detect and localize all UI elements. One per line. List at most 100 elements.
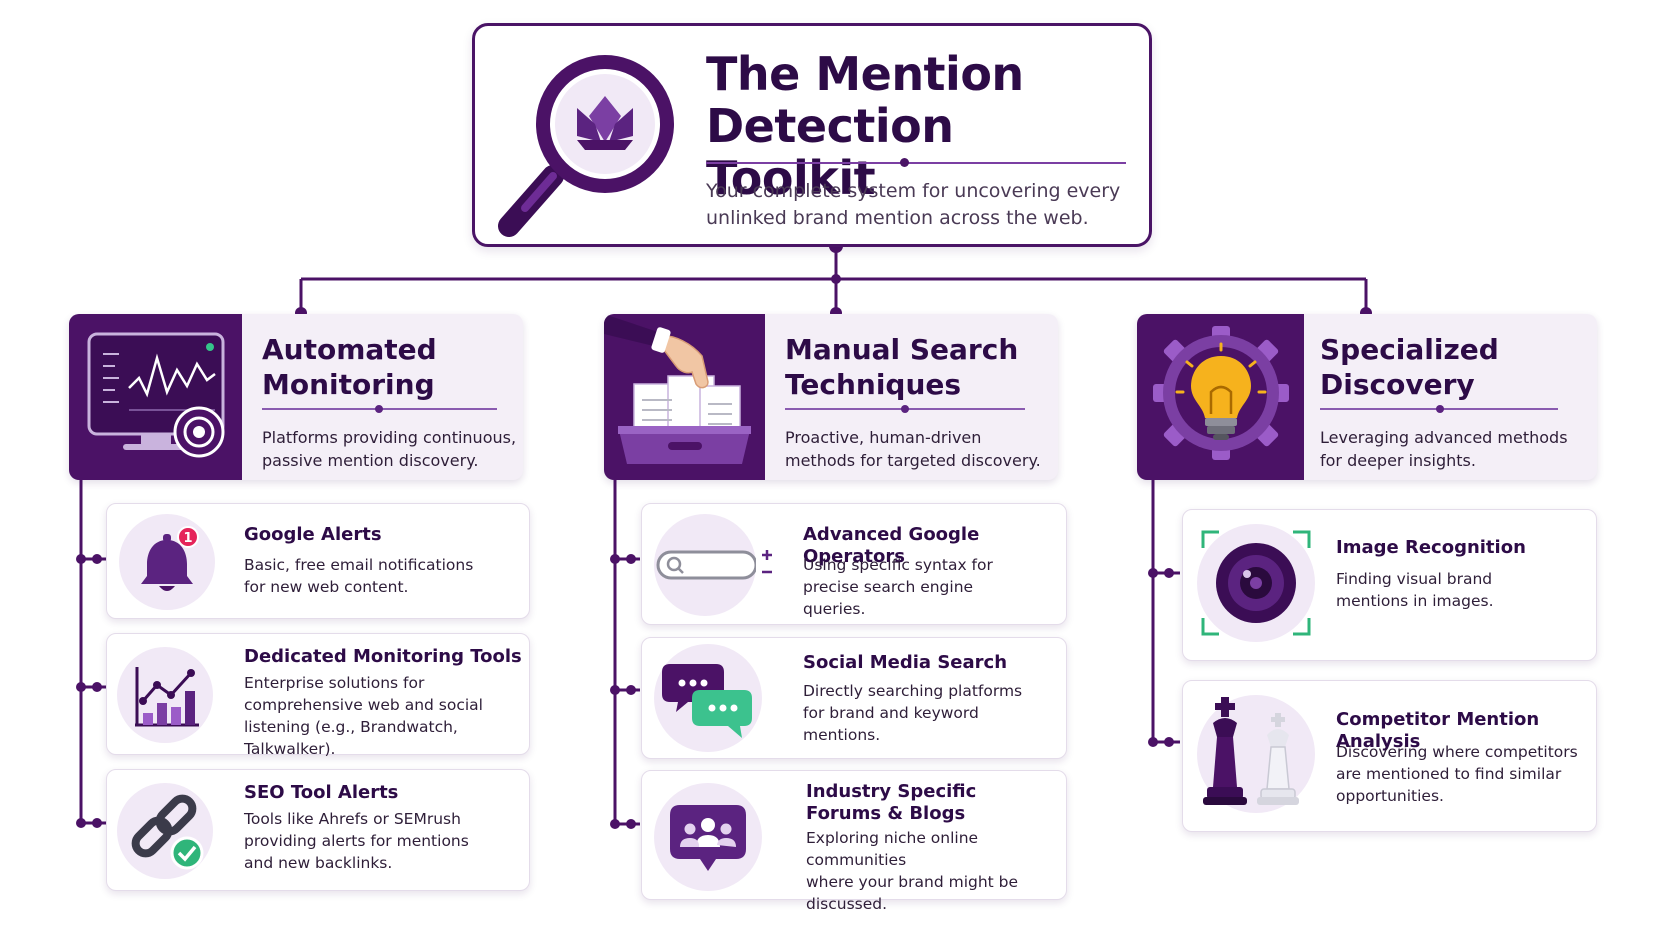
item-description-line: Using specific syntax for [803, 556, 993, 574]
magnifier-lotus-icon [498, 55, 674, 237]
item-icon-circle [117, 783, 213, 879]
item-image-recognition: Image Recognition Finding visual brand m… [1182, 509, 1597, 661]
page-title-line-2: Detection Toolkit [706, 99, 954, 205]
item-icon-circle [654, 644, 762, 752]
item-description: Basic, free email notifications for new … [244, 554, 473, 598]
item-description-line: discussed. [806, 895, 888, 913]
item-description-line: and new backlinks. [244, 854, 393, 872]
item-icon-circle [1197, 524, 1315, 642]
item-competitor-mention-analysis: Competitor Mention Analysis Discovering … [1182, 680, 1597, 832]
item-description-line: Basic, free email notifications [244, 556, 474, 574]
item-description-line: where your brand might be [806, 873, 1019, 891]
header-divider-dot [900, 158, 909, 167]
category-description: Proactive, human-driven methods for targ… [785, 426, 1041, 472]
monitor-chart-icon [87, 332, 225, 458]
item-icon-circle [1197, 695, 1315, 813]
item-icon-circle [119, 514, 215, 610]
item-description: Exploring niche online communities where… [806, 827, 1066, 915]
item-description-line: for brand and keyword [803, 704, 979, 722]
item-description-line: comprehensive web and social [244, 696, 483, 714]
camera-lens-icon [1201, 530, 1311, 636]
header-divider [706, 162, 1126, 164]
category-title-line-2: Discovery [1320, 368, 1475, 401]
item-title: Google Alerts [244, 524, 382, 545]
chain-link-check-icon [131, 794, 204, 870]
item-description-line: Tools like Ahrefs or SEMrush [244, 810, 461, 828]
item-title: Advanced Google Operators [803, 524, 980, 567]
item-title: SEO Tool Alerts [244, 782, 399, 803]
item-description-line: providing alerts for mentions [244, 832, 469, 850]
category-divider-dot [1436, 405, 1444, 413]
community-chat-icon [670, 805, 746, 871]
item-description: Tools like Ahrefs or SEMrush providing a… [244, 808, 469, 874]
item-description-line: Discovering where competitors [1336, 743, 1578, 761]
category-icon-panel [604, 314, 765, 480]
category-title-line-2: Monitoring [262, 368, 435, 401]
page-subtitle-line-1: Your complete system for uncovering ever… [706, 180, 1121, 202]
category-description: Platforms providing continuous, passive … [262, 426, 516, 472]
item-description-line: Enterprise solutions for [244, 674, 425, 692]
item-advanced-google-operators: Advanced Google Operators Using specific… [641, 503, 1067, 625]
item-title: Social Media Search [803, 652, 1008, 673]
item-description: Enterprise solutions for comprehensive w… [244, 672, 529, 760]
item-title-line: Industry Specific [806, 781, 977, 802]
page-title: The Mention Detection Toolkit [706, 48, 1126, 204]
category-description-line-1: Leveraging advanced methods [1320, 428, 1568, 447]
chess-pieces-icon [1203, 697, 1299, 805]
item-description-line: Directly searching platforms [803, 682, 1023, 700]
item-description: Discovering where competitors are mentio… [1336, 741, 1578, 807]
file-drawer-hand-icon [604, 314, 751, 464]
item-title: Image Recognition [1336, 537, 1526, 558]
category-title-line-1: Automated [262, 333, 437, 366]
notification-badge: 1 [177, 526, 199, 548]
bell-icon [141, 534, 193, 591]
chat-bubbles-icon [662, 664, 752, 738]
item-description-line: opportunities. [1336, 787, 1444, 805]
item-icon-circle [654, 514, 756, 616]
category-description-line-2: methods for targeted discovery. [785, 451, 1041, 470]
item-description-line: listening (e.g., Brandwatch, Talkwalker)… [244, 718, 458, 758]
page-subtitle-line-2: unlinked brand mention across the web. [706, 207, 1089, 229]
category-icon-panel [1137, 314, 1304, 480]
item-title: Competitor Mention Analysis [1336, 709, 1540, 752]
item-description-line: Finding visual brand [1336, 570, 1493, 588]
category-title-line-2: Techniques [785, 368, 962, 401]
item-industry-specific-forums: Industry Specific Forums & Blogs Explori… [641, 770, 1067, 913]
item-seo-tool-alerts: SEO Tool Alerts Tools like Ahrefs or SEM… [106, 769, 530, 891]
category-title: Automated Monitoring [262, 332, 437, 402]
item-description-line: queries. [803, 600, 866, 618]
category-title: Manual Search Techniques [785, 332, 1018, 402]
bar-chart-icon [135, 667, 199, 727]
item-title: Industry Specific Forums & Blogs [806, 781, 976, 825]
item-description: Directly searching platforms for brand a… [803, 680, 1022, 746]
category-title-line-1: Specialized [1320, 333, 1499, 366]
category-divider-dot [375, 405, 383, 413]
category-description: Leveraging advanced methods for deeper i… [1320, 426, 1568, 472]
category-description-line-2: for deeper insights. [1320, 451, 1476, 470]
item-title-line: Forums & Blogs [806, 803, 966, 824]
category-specialized-discovery: Specialized Discovery Leveraging advance… [1137, 314, 1597, 480]
gear-lightbulb-icon [1153, 326, 1289, 460]
category-automated-monitoring: Automated Monitoring Platforms providing… [69, 314, 523, 480]
item-title: Dedicated Monitoring Tools [244, 646, 522, 667]
search-bar-icon [656, 550, 756, 580]
category-description-line-1: Proactive, human-driven [785, 428, 982, 447]
item-description-line: mentions. [803, 726, 881, 744]
item-description-line: for new web content. [244, 578, 409, 596]
page-subtitle: Your complete system for uncovering ever… [706, 178, 1126, 232]
item-dedicated-monitoring-tools: Dedicated Monitoring Tools Enterprise so… [106, 633, 530, 758]
item-description-line: are mentioned to find similar [1336, 765, 1562, 783]
category-icon-panel [69, 314, 242, 480]
page-title-line-1: The Mention [706, 47, 1024, 101]
item-social-media-search: Social Media Search Directly searching p… [641, 637, 1067, 759]
category-divider-dot [901, 405, 909, 413]
item-description: Finding visual brand mentions in images. [1336, 568, 1494, 612]
item-description-line: mentions in images. [1336, 592, 1494, 610]
category-title: Specialized Discovery [1320, 332, 1499, 402]
item-icon-circle [654, 783, 762, 891]
toolkit-header: The Mention Detection Toolkit Your compl… [472, 23, 1152, 247]
category-description-line-2: passive mention discovery. [262, 451, 479, 470]
plus-minus-icon [762, 550, 772, 574]
item-description-line: precise search engine [803, 578, 974, 596]
category-manual-search: Manual Search Techniques Proactive, huma… [604, 314, 1058, 480]
